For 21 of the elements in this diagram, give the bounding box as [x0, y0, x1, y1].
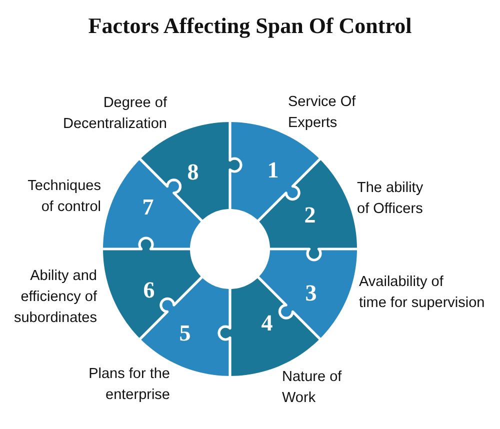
puzzle-piece — [103, 159, 202, 250]
piece-number: 5 — [179, 322, 191, 344]
piece-number: 8 — [187, 160, 199, 184]
diagram-title: Factors Affecting Span Of Control — [88, 12, 412, 40]
factor-label: Availability of time for supervision — [359, 273, 485, 313]
piece-number: 6 — [143, 278, 155, 302]
factor-label: Techniques of control — [28, 177, 101, 217]
piece-number: 4 — [261, 312, 273, 334]
piece-number: 1 — [267, 158, 279, 182]
puzzle-piece — [258, 249, 357, 339]
factor-label: Ability and efficiency of subordinates — [14, 267, 97, 328]
factor-label: Service Of Experts — [288, 93, 356, 133]
piece-number: 2 — [304, 204, 316, 226]
factor-label: Plans for the enterprise — [88, 365, 170, 405]
factor-label: The ability of Officers — [357, 179, 424, 219]
puzzle-piece — [103, 238, 202, 339]
factor-label: Nature of Work — [282, 368, 342, 408]
puzzle-piece — [258, 159, 357, 260]
piece-number: 7 — [142, 196, 154, 218]
factor-label: Degree of Decentralization — [63, 94, 167, 134]
piece-number: 3 — [305, 282, 317, 304]
